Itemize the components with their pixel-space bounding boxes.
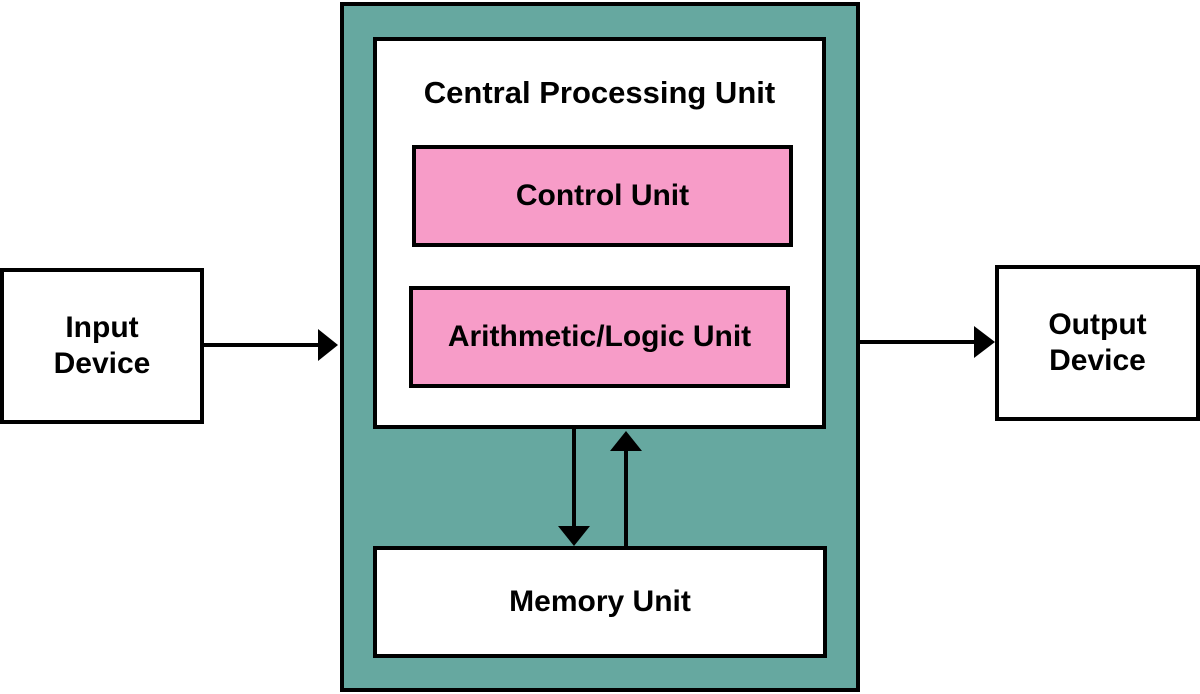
memory-unit-label: Memory Unit	[509, 585, 691, 618]
memory-unit-box: Memory Unit	[373, 546, 827, 658]
control-unit-box: Control Unit	[412, 145, 793, 247]
input-device-label: Input Device	[53, 311, 151, 380]
alu-box: Arithmetic/Logic Unit	[409, 286, 790, 388]
cpu-to-output-arrowhead	[974, 326, 995, 358]
output-device-label: Output Device	[1048, 308, 1147, 377]
cpu-title: Central Processing Unit	[423, 75, 776, 110]
input-to-cpu-arrowhead	[318, 329, 338, 361]
control-unit-label: Control Unit	[515, 179, 690, 212]
output-device-box: Output Device	[995, 265, 1200, 421]
alu-label: Arithmetic/Logic Unit	[447, 320, 752, 353]
input-device-box: Input Device	[0, 268, 204, 424]
